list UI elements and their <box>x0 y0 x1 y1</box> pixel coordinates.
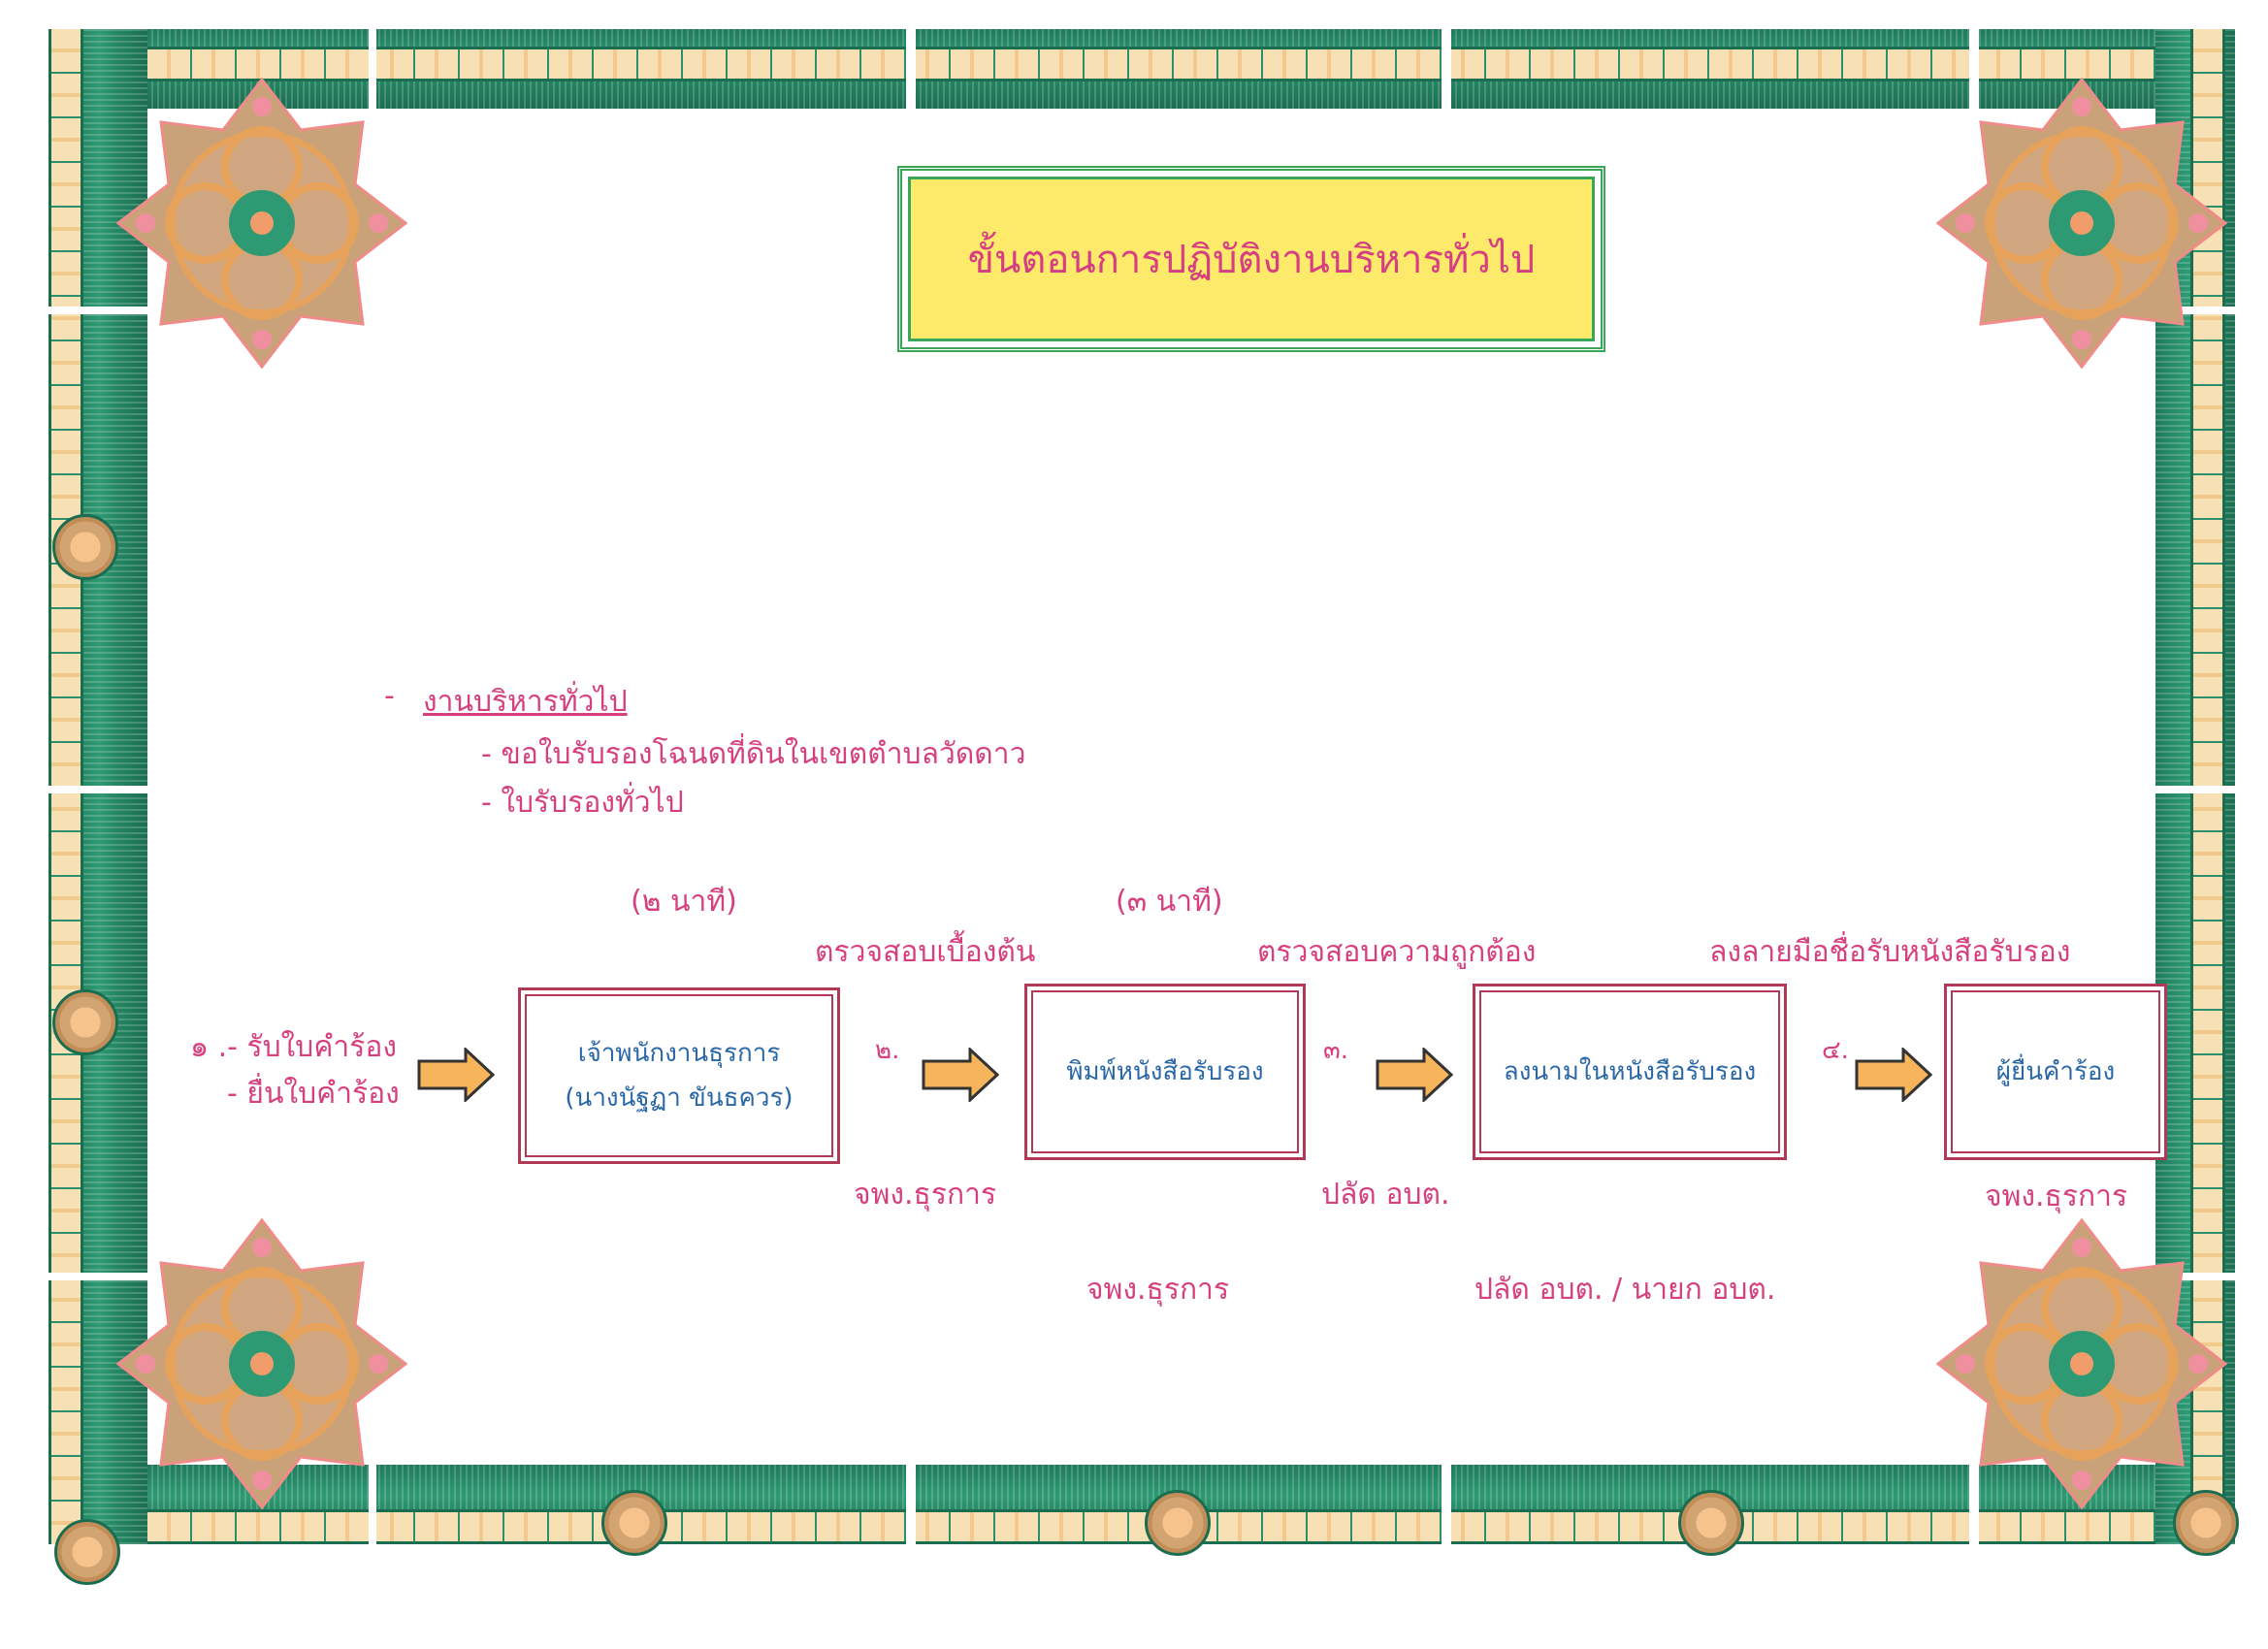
flow-arrow-2 <box>922 1048 999 1102</box>
border-medallion <box>52 989 118 1055</box>
border-medallion <box>601 1490 667 1556</box>
process-box-print-label: พิมพ์หนังสือรับรอง <box>1066 1057 1264 1086</box>
step-number-4: ๔. <box>1822 1036 1849 1065</box>
process-box-print: พิมพ์หนังสือรับรอง <box>1024 984 1306 1160</box>
step1-line2: - ยื่นใบคำร้อง <box>227 1077 400 1111</box>
responsible-lower-1: จพง.ธุรการ <box>1086 1273 1230 1307</box>
process-box-applicant-label: ผู้ยื่นคำร้อง <box>1995 1057 2116 1086</box>
process-box-clerk-line2: (นางนัฐฏา ขันธควร) <box>565 1083 794 1113</box>
process-box-clerk-line1: เจ้าพนักงานธุรการ <box>577 1039 781 1068</box>
flow-arrow-3 <box>1376 1048 1453 1102</box>
section-heading: งานบริหารทั่วไป <box>423 685 628 719</box>
section-item-1: - ขอใบรับรองโฉนดที่ดินในเขตตำบลวัดดาว <box>481 737 1026 771</box>
border-medallion <box>1678 1490 1744 1556</box>
corner-rosette-bottom-right <box>1936 1218 2227 1509</box>
corner-rosette-top-left <box>116 78 407 369</box>
responsible-upper-3: จพง.ธุรการ <box>1985 1180 2128 1213</box>
section-heading-dash: - <box>384 679 395 713</box>
corner-rosette-top-right <box>1936 78 2227 369</box>
flow-arrow-4 <box>1855 1048 1932 1102</box>
section-item-2: - ใบรับรองทั่วไป <box>481 786 684 820</box>
flow-arrow-1 <box>417 1048 495 1102</box>
step-number-3: ๓. <box>1323 1036 1349 1065</box>
border-medallion <box>52 514 118 580</box>
responsible-upper-1: จพง.ธุรการ <box>854 1178 997 1212</box>
action-label-2: ตรวจสอบความถูกต้อง <box>1257 935 1537 969</box>
process-box-sign: ลงนามในหนังสือรับรอง <box>1473 984 1787 1160</box>
border-medallion <box>1145 1490 1211 1556</box>
border-top-scroll <box>58 47 2231 81</box>
responsible-lower-2: ปลัด อบต. / นายก อบต. <box>1474 1273 1776 1307</box>
border-medallion <box>54 1519 120 1585</box>
step1-line1: ๑ .- รับใบคำร้อง <box>190 1030 398 1064</box>
title-banner: ขั้นตอนการปฏิบัติงานบริหารทั่วไป <box>897 166 1605 352</box>
step-number-2: ๒. <box>875 1036 900 1065</box>
process-box-clerk: เจ้าพนักงานธุรการ (นางนัฐฏา ขันธควร) <box>518 987 840 1164</box>
process-box-applicant: ผู้ยื่นคำร้อง <box>1944 984 2167 1160</box>
border-medallion <box>2173 1490 2239 1556</box>
action-label-3: ลงลายมือชื่อรับหนังสือรับรอง <box>1709 935 2071 969</box>
action-label-1: ตรวจสอบเบื้องต้น <box>815 935 1036 969</box>
time-label-2: (๓ นาที) <box>1116 885 1223 919</box>
time-label-1: (๒ นาที) <box>631 885 737 919</box>
corner-rosette-bottom-left <box>116 1218 407 1509</box>
page-title: ขั้นตอนการปฏิบัติงานบริหารทั่วไป <box>967 238 1536 282</box>
process-box-sign-label: ลงนามในหนังสือรับรอง <box>1503 1057 1757 1086</box>
responsible-upper-2: ปลัด อบต. <box>1321 1178 1450 1212</box>
